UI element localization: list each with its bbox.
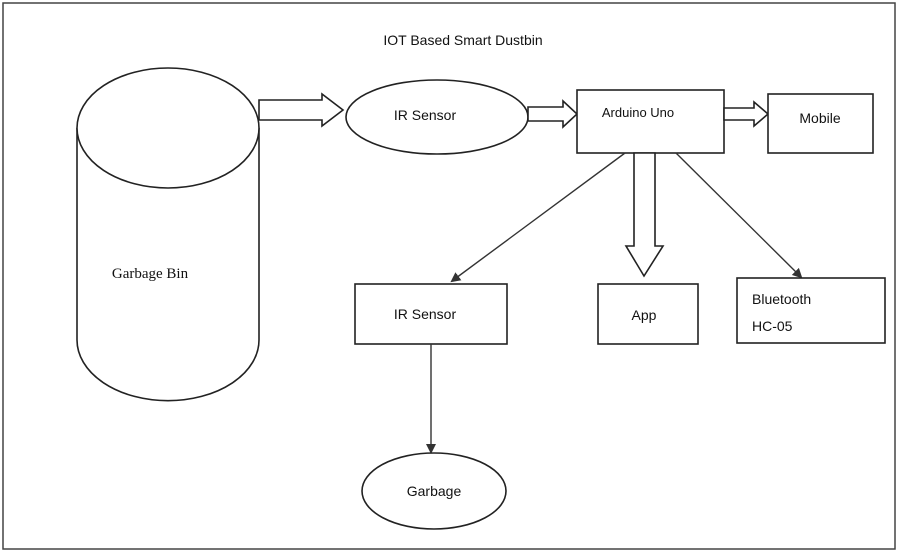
mobile-node: Mobile <box>767 93 874 154</box>
garbage-label: Garbage <box>407 483 462 499</box>
arrow-arduino-to-mobile <box>723 100 770 128</box>
ir-sensor-top-node: IR Sensor <box>345 79 529 155</box>
arrow-arduino-to-bluetooth <box>675 152 803 279</box>
arrow-ir-sensor-to-arduino <box>527 99 579 129</box>
bluetooth-label-line1: Bluetooth <box>752 291 811 307</box>
garbage-bin-node: Garbage Bin <box>76 67 260 402</box>
bluetooth-label-line2: HC-05 <box>752 318 793 334</box>
diagram-title: IOT Based Smart Dustbin <box>383 32 542 48</box>
arrow-arduino-to-ir-sensor-bottom <box>450 152 626 283</box>
arduino-uno-label: Arduino Uno <box>602 105 674 120</box>
arrow-arduino-to-app <box>624 152 665 278</box>
app-node: App <box>597 283 699 345</box>
garbage-bin-label: Garbage Bin <box>112 266 189 282</box>
ir-sensor-bottom-label: IR Sensor <box>394 306 457 322</box>
ir-sensor-bottom-node: IR Sensor <box>354 283 508 345</box>
ir-sensor-top-label: IR Sensor <box>394 107 457 123</box>
garbage-node: Garbage <box>361 452 507 530</box>
bluetooth-node: Bluetooth HC-05 <box>736 277 886 344</box>
app-label: App <box>632 307 657 323</box>
arduino-uno-node: Arduino Uno <box>576 89 725 154</box>
arrow-bin-to-ir-sensor <box>258 92 345 128</box>
mobile-label: Mobile <box>799 110 840 126</box>
